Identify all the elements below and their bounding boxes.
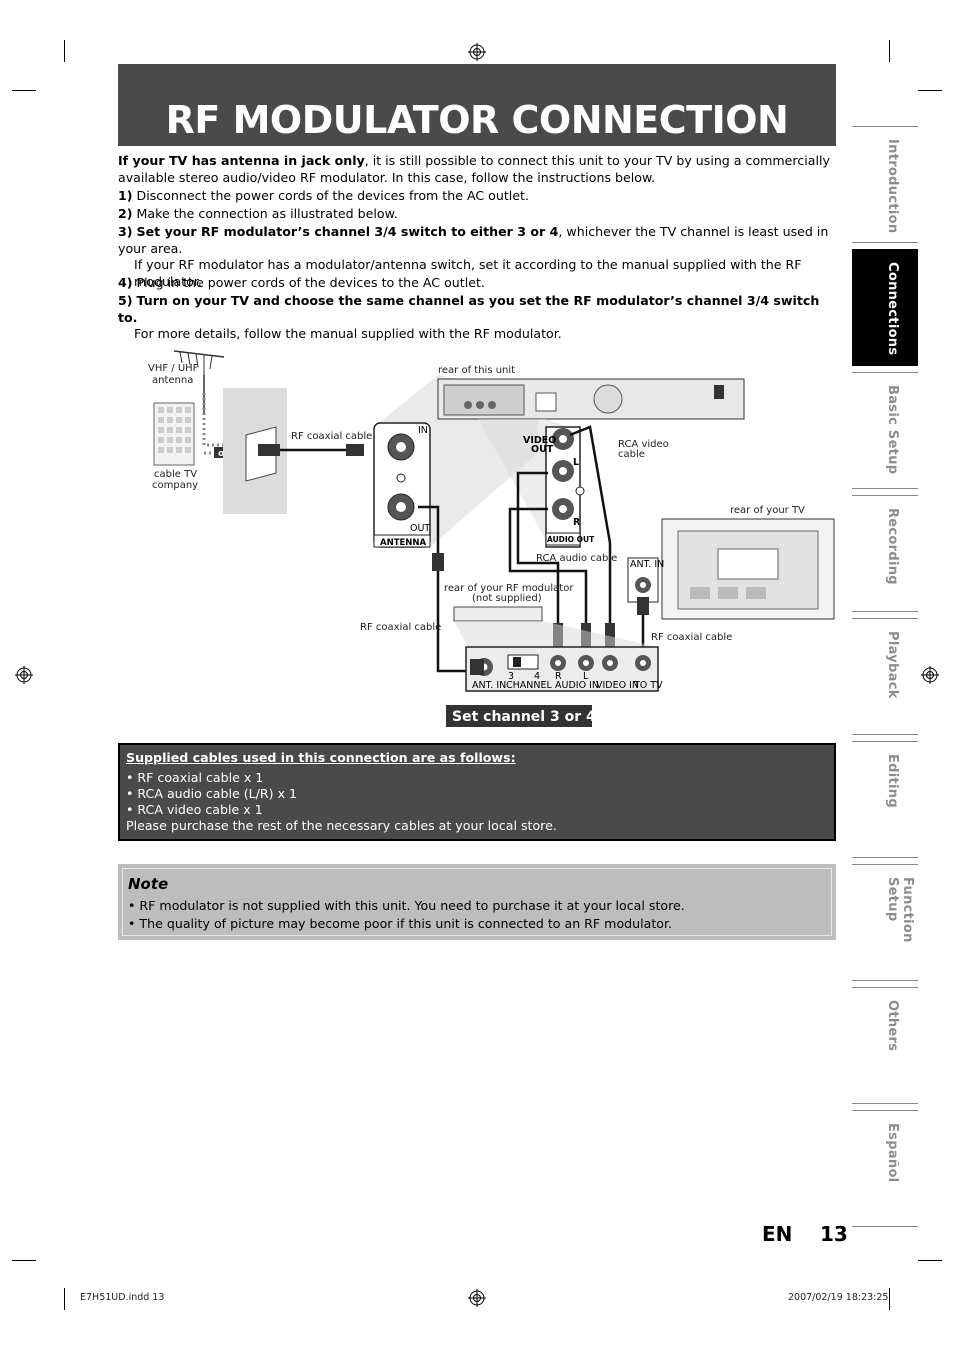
page-title: RF MODULATOR CONNECTION: [165, 98, 789, 142]
channel-3-label: 3: [508, 671, 514, 682]
note-title: Note: [128, 875, 169, 893]
mod-audio-in-label: AUDIO IN: [555, 680, 599, 691]
tab-connections[interactable]: Connections: [852, 249, 918, 366]
crop-mark: [64, 40, 65, 62]
antenna-label: antenna: [152, 375, 193, 386]
tab-introduction[interactable]: Introduction: [852, 126, 918, 243]
supplied-item: • RCA video cable x 1: [126, 802, 263, 817]
set-channel-label: Set channel 3 or 4: [452, 709, 596, 725]
mod-channel-label: CHANNEL: [506, 680, 552, 691]
audio-out-label: AUDIO OUT: [547, 535, 595, 544]
supplied-item: • RF coaxial cable x 1: [126, 770, 264, 785]
mod-video-in-label: VIDEO IN: [596, 680, 639, 691]
step-5: 5) Turn on your TV and choose the same c…: [118, 293, 820, 341]
registration-mark-icon: [468, 43, 486, 61]
cable-tv-label: cable TV: [154, 469, 197, 480]
rca-audio-label: RCA audio cable: [536, 553, 617, 564]
supplied-cables-box: Supplied cables used in this connection …: [118, 743, 836, 841]
supplied-heading: Supplied cables used in this connection …: [126, 750, 516, 765]
tab-others[interactable]: Others: [852, 987, 918, 1104]
supplied-item: • RCA audio cable (L/R) x 1: [126, 786, 298, 801]
vhf-label: VHF / UHF: [148, 363, 199, 374]
channel-switch[interactable]: [513, 657, 521, 667]
registration-mark-icon: [921, 666, 939, 684]
rca-video-label: RCA video: [618, 439, 669, 450]
mod-r-label: R: [555, 671, 562, 682]
antenna-jack-label: ANTENNA: [380, 538, 427, 548]
crop-mark: [889, 40, 890, 62]
audio-r-label: R: [573, 517, 581, 528]
registration-mark-icon: [468, 1289, 486, 1307]
tab-function-setup[interactable]: Function Setup: [852, 864, 918, 981]
step-2: 2) Make the connection as illustrated be…: [118, 206, 398, 221]
file-info: E7H51UD.indd 13: [80, 1292, 165, 1303]
tab-recording[interactable]: Recording: [852, 495, 918, 612]
connection-diagram: VHF / UHF antenna cable TV company or RF…: [148, 350, 835, 727]
note-item: • RF modulator is not supplied with this…: [128, 898, 685, 913]
step-3: 3) Set your RF modulator’s channel 3/4 s…: [118, 224, 829, 289]
mod-ant-in-label: ANT. IN: [472, 680, 506, 691]
video-out-label: OUT: [531, 444, 554, 455]
audio-l-label: L: [573, 457, 579, 468]
tab-basic-setup[interactable]: Basic Setup: [852, 372, 918, 489]
crop-mark: [918, 1260, 942, 1261]
company-label: company: [152, 480, 198, 491]
tab-editing[interactable]: Editing: [852, 741, 918, 858]
rca-video-cable-label: cable: [618, 449, 645, 460]
mod-to-tv-label: TO TV: [633, 680, 663, 691]
tab-espanol[interactable]: Español: [852, 1110, 918, 1227]
crop-mark: [12, 90, 36, 91]
tab-playback[interactable]: Playback: [852, 618, 918, 735]
out-label: OUT: [410, 523, 430, 534]
crop-mark: [918, 90, 942, 91]
set-channel-callout: [446, 705, 592, 727]
rf-coax-label-2: RF coaxial cable: [360, 622, 441, 633]
step-4: 4) Plug in the power cords of the device…: [118, 275, 485, 290]
step-1: 1) Disconnect the power cords of the dev…: [118, 188, 529, 203]
note-box: Note • RF modulator is not supplied with…: [118, 864, 836, 940]
intro-rest: , it is still possible to connect this u…: [118, 153, 830, 185]
crop-mark: [889, 1288, 890, 1310]
note-item: • The quality of picture may become poor…: [128, 916, 673, 931]
rf-coax-label-1: RF coaxial cable: [291, 431, 372, 442]
language-code: EN: [762, 1222, 793, 1246]
rear-tv-label: rear of your TV: [730, 505, 805, 516]
cable-tv-building-icon: [153, 402, 195, 466]
supplied-footer: Please purchase the rest of the necessar…: [126, 818, 557, 833]
rear-mod-label: rear of your RF modulator: [444, 583, 574, 594]
crop-mark: [12, 1260, 36, 1261]
registration-mark-icon: [15, 666, 33, 684]
timestamp: 2007/02/19 18:23:25: [788, 1292, 889, 1303]
video-label: VIDEO: [523, 435, 556, 446]
tv-ant-in-label: ANT. IN: [630, 559, 664, 570]
crop-mark: [64, 1288, 65, 1310]
rear-mod-not-supplied: (not supplied): [472, 593, 542, 604]
rf-coax-label-3: RF coaxial cable: [651, 632, 732, 643]
in-label: IN: [418, 425, 428, 436]
intro-bold: If your TV has antenna in jack only: [118, 153, 365, 168]
title-bar: [118, 64, 836, 146]
intro-paragraph: If your TV has antenna in jack only, it …: [118, 153, 838, 186]
channel-4-label: 4: [534, 671, 540, 682]
mod-l-label: L: [583, 671, 589, 682]
rear-unit-label: rear of this unit: [438, 365, 515, 376]
page-number: 13: [820, 1222, 848, 1246]
